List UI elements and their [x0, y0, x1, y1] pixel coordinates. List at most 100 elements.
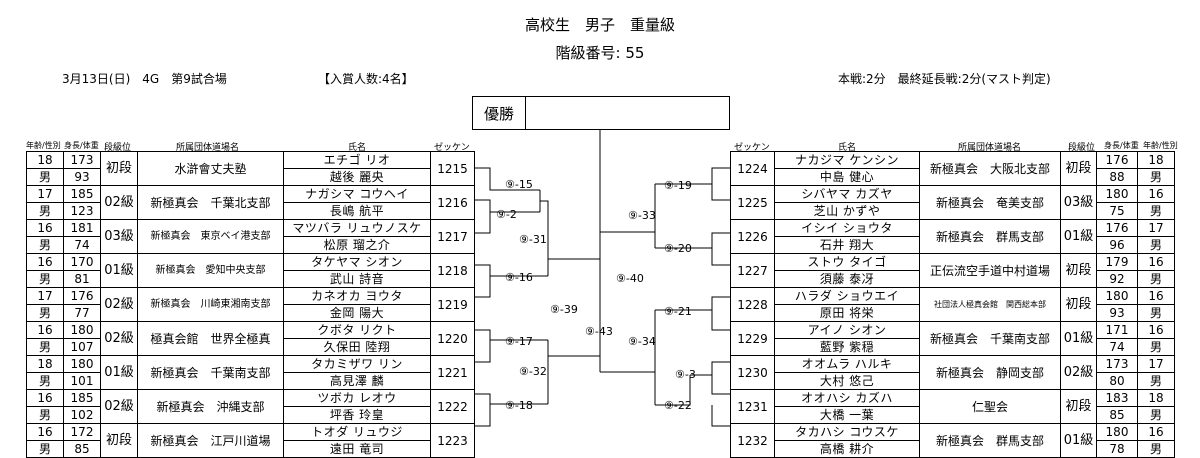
hdr-zekken-left: ゼッケン: [434, 143, 470, 153]
hdr-org-right: 所属団体道場名: [958, 143, 1022, 153]
player-height: 180: [1096, 423, 1138, 441]
player-sex: 男: [26, 372, 64, 390]
hdr-height-weight-right: 身長/体重: [1104, 141, 1139, 150]
player-height: 170: [63, 253, 101, 271]
match-label: ⑨-32: [519, 365, 547, 378]
player-zekken: 1217: [430, 219, 475, 254]
player-grade: 初段: [1060, 287, 1097, 322]
match-label: ⑨-16: [505, 271, 533, 284]
player-height: 176: [1096, 219, 1138, 237]
player-zekken: 1215: [430, 151, 475, 186]
player-grade: 03級: [100, 219, 138, 254]
player-org: 水滸會丈夫塾: [137, 151, 284, 186]
player-age: 17: [26, 185, 64, 203]
match-label: ⑨-19: [664, 179, 692, 192]
player-grade: 01級: [1060, 321, 1097, 356]
player-sex: 男: [26, 236, 64, 254]
player-weight: 77: [63, 304, 101, 322]
match-label: ⑨-31: [519, 233, 547, 246]
player-name-kanji: 須藤 泰冴: [774, 270, 920, 288]
player-weight: 101: [63, 372, 101, 390]
player-zekken: 1226: [730, 219, 775, 254]
hdr-zekken-right: ゼッケン: [734, 143, 770, 153]
player-zekken: 1227: [730, 253, 775, 288]
match-label: ⑨-17: [505, 335, 533, 348]
player-zekken: 1219: [430, 287, 475, 322]
player-org: 新極真会 千葉南支部: [919, 321, 1061, 356]
match-label: ⑨-18: [505, 399, 533, 412]
player-name-kanji: 越後 麗央: [283, 168, 431, 186]
champion-box: 優勝: [472, 96, 730, 130]
player-weight: 81: [63, 270, 101, 288]
player-name-kanji: 武山 詩音: [283, 270, 431, 288]
player-weight: 102: [63, 406, 101, 424]
hdr-name-left: 氏名: [348, 143, 367, 153]
match-label: ⑨-15: [505, 178, 533, 191]
player-height: 181: [63, 219, 101, 237]
player-sex: 男: [26, 338, 64, 356]
player-grade: 初段: [100, 151, 138, 186]
player-grade: 02級: [1060, 355, 1097, 390]
match-label: ⑨-2: [496, 208, 517, 221]
player-name-kana: マツバラ リュウノスケ: [283, 219, 431, 237]
player-age: 16: [26, 423, 64, 441]
match-label: ⑨-33: [628, 209, 656, 222]
player-org: 新極真会 静岡支部: [919, 355, 1061, 390]
player-org: 仁聖会: [919, 389, 1061, 424]
hdr-name-right: 氏名: [838, 143, 857, 153]
date-venue: 3月13日(日) 4G 第9試合場: [62, 72, 227, 86]
player-name-kanji: 久保田 陸翔: [283, 338, 431, 356]
player-zekken: 1231: [730, 389, 775, 424]
class-number: 階級番号: 55: [555, 44, 645, 62]
player-age: 16: [1137, 253, 1175, 271]
player-age: 17: [1137, 355, 1175, 373]
match-label: ⑨-34: [628, 335, 656, 348]
player-name-kanji: 大村 悠己: [774, 372, 920, 390]
player-name-kana: タカミザワ リン: [283, 355, 431, 373]
player-grade: 03級: [1060, 185, 1097, 220]
player-org: 新極真会 千葉北支部: [137, 185, 284, 220]
player-grade: 02級: [100, 185, 138, 220]
player-age: 17: [1137, 219, 1175, 237]
hdr-age-sex-right: 年齢/性別: [1143, 141, 1178, 150]
player-zekken: 1216: [430, 185, 475, 220]
player-weight: 74: [1096, 338, 1138, 356]
player-age: 16: [1137, 287, 1175, 305]
winners-count: 【入賞人数:4名】: [318, 72, 414, 86]
match-label: ⑨-22: [664, 399, 692, 412]
player-name-kanji: 芝山 かずや: [774, 202, 920, 220]
hdr-height-weight-left: 身長/体重: [64, 141, 99, 150]
player-sex: 男: [1137, 338, 1175, 356]
match-label: ⑨-3: [675, 368, 696, 381]
player-name-kana: イシイ ショウタ: [774, 219, 920, 237]
player-zekken: 1221: [430, 355, 475, 390]
player-name-kanji: 長嶋 航平: [283, 202, 431, 220]
champion-label: 優勝: [473, 97, 526, 129]
player-age: 18: [26, 355, 64, 373]
player-age: 16: [26, 389, 64, 407]
match-label: ⑨-39: [550, 303, 578, 316]
player-sex: 男: [1137, 406, 1175, 424]
player-name-kana: クボタ リクト: [283, 321, 431, 339]
hdr-grade-left: 段級位: [104, 143, 132, 153]
